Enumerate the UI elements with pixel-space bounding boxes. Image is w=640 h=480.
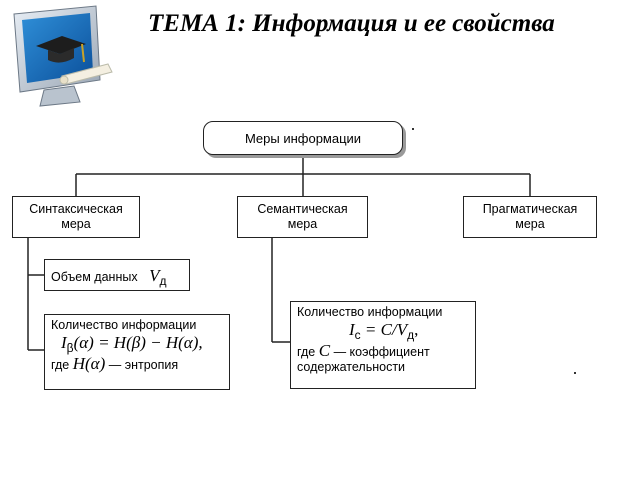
semantic-label-line1: Семантическая <box>257 202 348 216</box>
semantic-quantity-label: Количество информации <box>297 305 443 319</box>
syntactic-label-line2: мера <box>61 217 91 231</box>
semantic-formula-mid: = C/V <box>360 320 408 339</box>
stray-dot <box>412 128 414 130</box>
node-pragmatic-measure: Прагматическая мера <box>463 196 597 238</box>
syntactic-label-line1: Синтаксическая <box>29 202 123 216</box>
node-syntactic-quantity: Количество информации Iβ(α) = H(β) − H(α… <box>44 314 230 390</box>
syntactic-formula-rest: (α) = H(β) − H(α), <box>73 333 203 352</box>
entropy-symbol: H(α) <box>72 354 106 373</box>
root-node-information-measures: Меры информации <box>203 121 403 155</box>
semantic-label-line2: мера <box>287 217 318 231</box>
node-semantic-measure: Семантическая мера <box>237 196 368 238</box>
data-volume-subscript: д <box>159 274 167 288</box>
data-volume-label: Объем данных <box>51 270 138 284</box>
stray-dot <box>574 372 576 374</box>
pragmatic-label-line2: мера <box>515 217 545 231</box>
pragmatic-label-line1: Прагматическая <box>482 202 578 216</box>
syntactic-formula-subscript: β <box>66 341 74 355</box>
semantic-formula-subscript: c <box>354 328 361 342</box>
page-title: ТЕМА 1: Информация и ее свойства <box>148 10 555 37</box>
node-data-volume: Объем данных Vд <box>44 259 190 291</box>
root-label: Меры информации <box>244 130 362 146</box>
syntactic-where: где <box>51 358 70 372</box>
c-text-line2: содержательности <box>297 360 406 374</box>
c-text: — коэффициент <box>333 345 430 359</box>
syntactic-formula-I: I <box>61 333 67 352</box>
data-volume-symbol: V <box>149 266 160 285</box>
syntactic-quantity-label: Количество информации <box>51 318 197 332</box>
c-symbol: C <box>318 341 331 360</box>
entropy-text: — энтропия <box>108 358 179 372</box>
semantic-formula-subscript2: д <box>407 328 415 342</box>
node-syntactic-measure: Синтаксическая мера <box>12 196 140 238</box>
monitor-graduation-logo <box>13 5 113 107</box>
semantic-where: где <box>297 345 316 359</box>
node-semantic-quantity: Количество информации Ic = C/Vд, где C —… <box>290 301 476 389</box>
semantic-formula-I: I <box>349 320 355 339</box>
semantic-formula-end: , <box>414 320 419 339</box>
